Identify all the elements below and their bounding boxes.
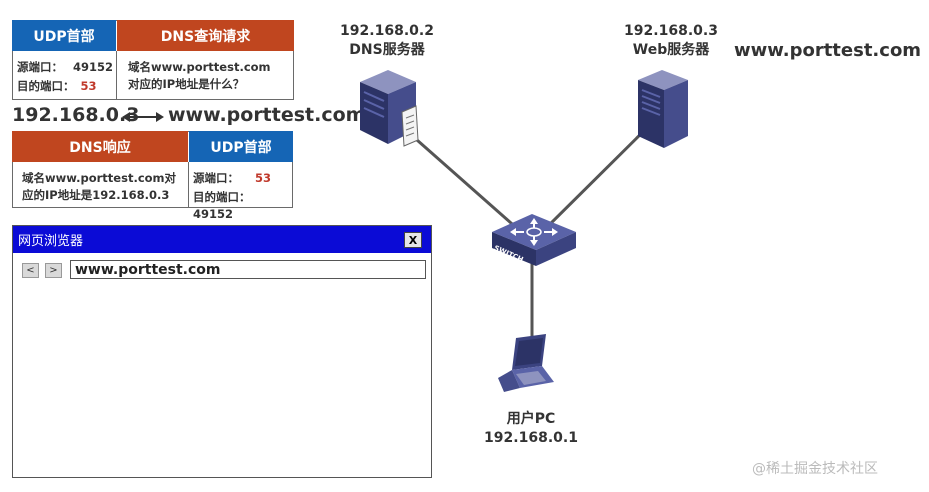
request-src-port: 源端口： 49152 (17, 59, 113, 76)
request-dst-value: 53 (80, 79, 97, 93)
request-divider (116, 51, 117, 100)
request-src-label: 源端口： (17, 60, 63, 74)
request-question-line2: 对应的IP地址是什么？ (128, 77, 245, 91)
watermark: @稀土掘金技术社区 (752, 461, 878, 477)
web-server-icon (638, 70, 688, 148)
request-dst-label: 目的端口： (17, 79, 75, 93)
dns-server-name: DNS服务器 (349, 42, 425, 58)
web-server-name: Web服务器 (632, 42, 710, 58)
browser-forward-button[interactable]: > (45, 263, 62, 278)
dns-server-ip: 192.168.0.2 (340, 23, 434, 39)
web-server-domain: www.porttest.com (734, 40, 922, 61)
laptop-icon (498, 334, 554, 392)
web-server-ip: 192.168.0.3 (624, 23, 718, 39)
response-dst-port: 目的端口： 49152 (193, 189, 290, 223)
response-dst-label: 目的端口： (193, 190, 251, 204)
browser-address-bar[interactable]: www.porttest.com (70, 260, 426, 279)
request-dst-port: 目的端口： 53 (17, 78, 113, 95)
user-pc-label: 用户PC 192.168.0.1 (466, 410, 596, 448)
mapping-domain: www.porttest.com (168, 104, 366, 126)
response-answer: 域名www.porttest.com对 应的IP地址是192.168.0.3 (22, 170, 187, 204)
response-src-port: 源端口： 53 (193, 170, 289, 187)
response-divider (188, 162, 189, 208)
request-question-line1: 域名www.porttest.com (128, 60, 271, 74)
switch-icon (492, 214, 576, 266)
request-dns-header: DNS查询请求 (117, 20, 294, 51)
user-pc-name: 用户PC (506, 411, 556, 427)
response-udp-header: UDP首部 (189, 131, 293, 162)
request-udp-header: UDP首部 (12, 20, 116, 51)
web-server-label: 192.168.0.3 Web服务器 (606, 22, 736, 60)
browser-back-button[interactable]: < (22, 263, 39, 278)
browser-title: 网页浏览器 (18, 234, 84, 249)
dns-server-label: 192.168.0.2 DNS服务器 (322, 22, 452, 60)
response-dst-value: 49152 (193, 207, 234, 221)
browser-titlebar: 网页浏览器 (13, 226, 431, 253)
double-arrow-icon (122, 112, 164, 122)
response-src-value: 53 (255, 171, 272, 185)
request-question: 域名www.porttest.com 对应的IP地址是什么？ (128, 59, 293, 93)
user-pc-ip: 192.168.0.1 (484, 430, 578, 446)
response-answer-line1: 域名www.porttest.com对 (22, 171, 177, 185)
dns-server-icon (360, 70, 419, 147)
response-answer-line2: 应的IP地址是192.168.0.3 (22, 188, 170, 202)
mapping-ip: 192.168.0.3 (12, 104, 140, 126)
browser-window: 网页浏览器 X < > www.porttest.com (12, 225, 432, 478)
browser-close-button[interactable]: X (404, 232, 422, 248)
request-src-value: 49152 (72, 60, 113, 74)
response-src-label: 源端口： (193, 171, 239, 185)
response-dns-header: DNS响应 (12, 131, 188, 162)
